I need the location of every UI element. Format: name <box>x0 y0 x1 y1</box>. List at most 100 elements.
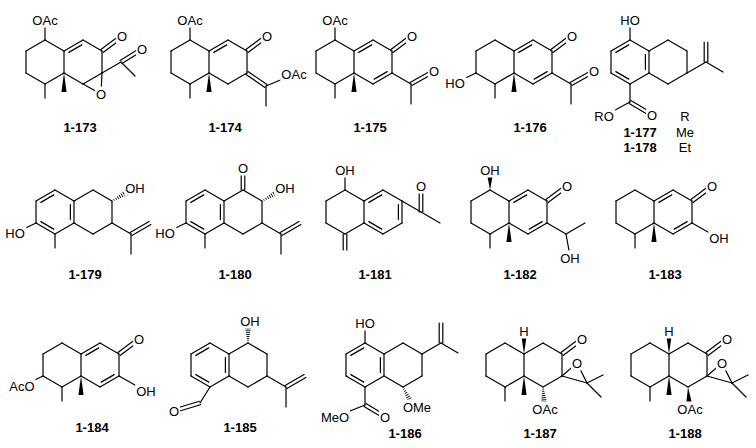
bond <box>43 343 62 354</box>
compound-number: 1-173 <box>62 120 97 135</box>
bond <box>196 348 209 355</box>
bond <box>616 223 635 234</box>
wedge-bond <box>666 336 671 354</box>
atom-label: O <box>721 332 733 347</box>
bond <box>513 51 514 73</box>
bond <box>228 73 247 84</box>
bond <box>403 376 422 387</box>
bond <box>224 223 243 234</box>
bond <box>200 387 210 403</box>
hash-bond <box>542 395 546 396</box>
wedge-bond <box>206 73 211 92</box>
bond <box>668 40 687 51</box>
atom-label: O <box>588 64 600 79</box>
bond <box>55 190 74 201</box>
atom-label: OAc <box>531 402 558 417</box>
hash-bond <box>246 330 251 331</box>
bond <box>562 376 587 383</box>
bond <box>359 45 372 52</box>
bond <box>668 354 669 376</box>
atom-label: OH <box>479 163 501 178</box>
bond <box>630 40 649 51</box>
bond <box>546 201 547 223</box>
atom-label: O <box>379 410 391 425</box>
atom-label: O <box>428 64 440 79</box>
bond <box>345 190 364 201</box>
bond <box>64 73 83 84</box>
bond <box>669 343 688 354</box>
bond <box>402 201 421 212</box>
compound-number: 1-187 <box>522 426 557 441</box>
bond <box>220 205 221 220</box>
bond <box>688 376 707 387</box>
bond <box>673 190 692 201</box>
hash-bond <box>117 196 118 198</box>
hash-bond <box>247 338 249 339</box>
bond <box>81 376 100 387</box>
bond <box>551 51 552 73</box>
bond <box>204 234 205 248</box>
bond <box>54 234 55 248</box>
atom-label: HO <box>4 226 26 241</box>
bond <box>73 201 74 223</box>
wedge-bond <box>61 73 66 92</box>
hash-bond <box>119 195 121 198</box>
atom-label: OAc <box>176 13 203 28</box>
bond <box>504 387 505 401</box>
bond <box>171 73 190 84</box>
compound-number: 1-181 <box>357 267 392 282</box>
compound-number: 1-182 <box>502 267 537 282</box>
bond <box>80 354 81 376</box>
bond <box>373 40 392 51</box>
atom-label: OH <box>124 181 146 196</box>
bond <box>422 343 441 354</box>
wedge-bond <box>487 176 492 190</box>
bond <box>490 190 509 201</box>
bond <box>55 223 74 234</box>
bond <box>383 190 402 201</box>
compound-number: 1-174 <box>207 120 242 135</box>
bond <box>421 354 422 376</box>
atom-label: H <box>518 324 529 339</box>
bond <box>615 201 616 223</box>
bond <box>369 195 382 202</box>
atom-label: HO <box>154 226 176 241</box>
bond <box>25 51 26 73</box>
hash-bond <box>542 397 546 398</box>
bond <box>732 383 746 397</box>
bond <box>470 201 471 223</box>
bond <box>486 343 505 354</box>
bond <box>384 343 403 354</box>
bond <box>62 343 81 354</box>
compound-number: 1-177 <box>622 125 657 140</box>
bond <box>392 73 411 84</box>
bond <box>421 212 440 223</box>
bond <box>648 51 649 73</box>
bond <box>476 73 495 84</box>
atom-label: R <box>679 109 690 124</box>
bond <box>401 201 402 223</box>
bond <box>365 343 384 354</box>
bond <box>83 73 102 84</box>
bond <box>616 72 629 79</box>
bond <box>650 376 669 387</box>
compound-number: 1-186 <box>387 426 422 441</box>
bond <box>524 343 543 354</box>
bond <box>315 51 316 73</box>
bond <box>243 223 262 234</box>
atom-label: HO <box>444 76 466 91</box>
hash-bond <box>269 195 271 198</box>
bond <box>659 195 672 202</box>
atom-label: O <box>561 179 573 194</box>
bond <box>441 343 458 353</box>
bond <box>529 222 542 229</box>
bond <box>335 40 354 51</box>
bond <box>189 84 190 98</box>
bond <box>635 223 654 234</box>
bond <box>351 348 364 355</box>
bond <box>687 62 706 73</box>
bond <box>45 40 64 51</box>
atom-label: H <box>663 324 674 339</box>
atom-label: OMe <box>402 400 432 415</box>
